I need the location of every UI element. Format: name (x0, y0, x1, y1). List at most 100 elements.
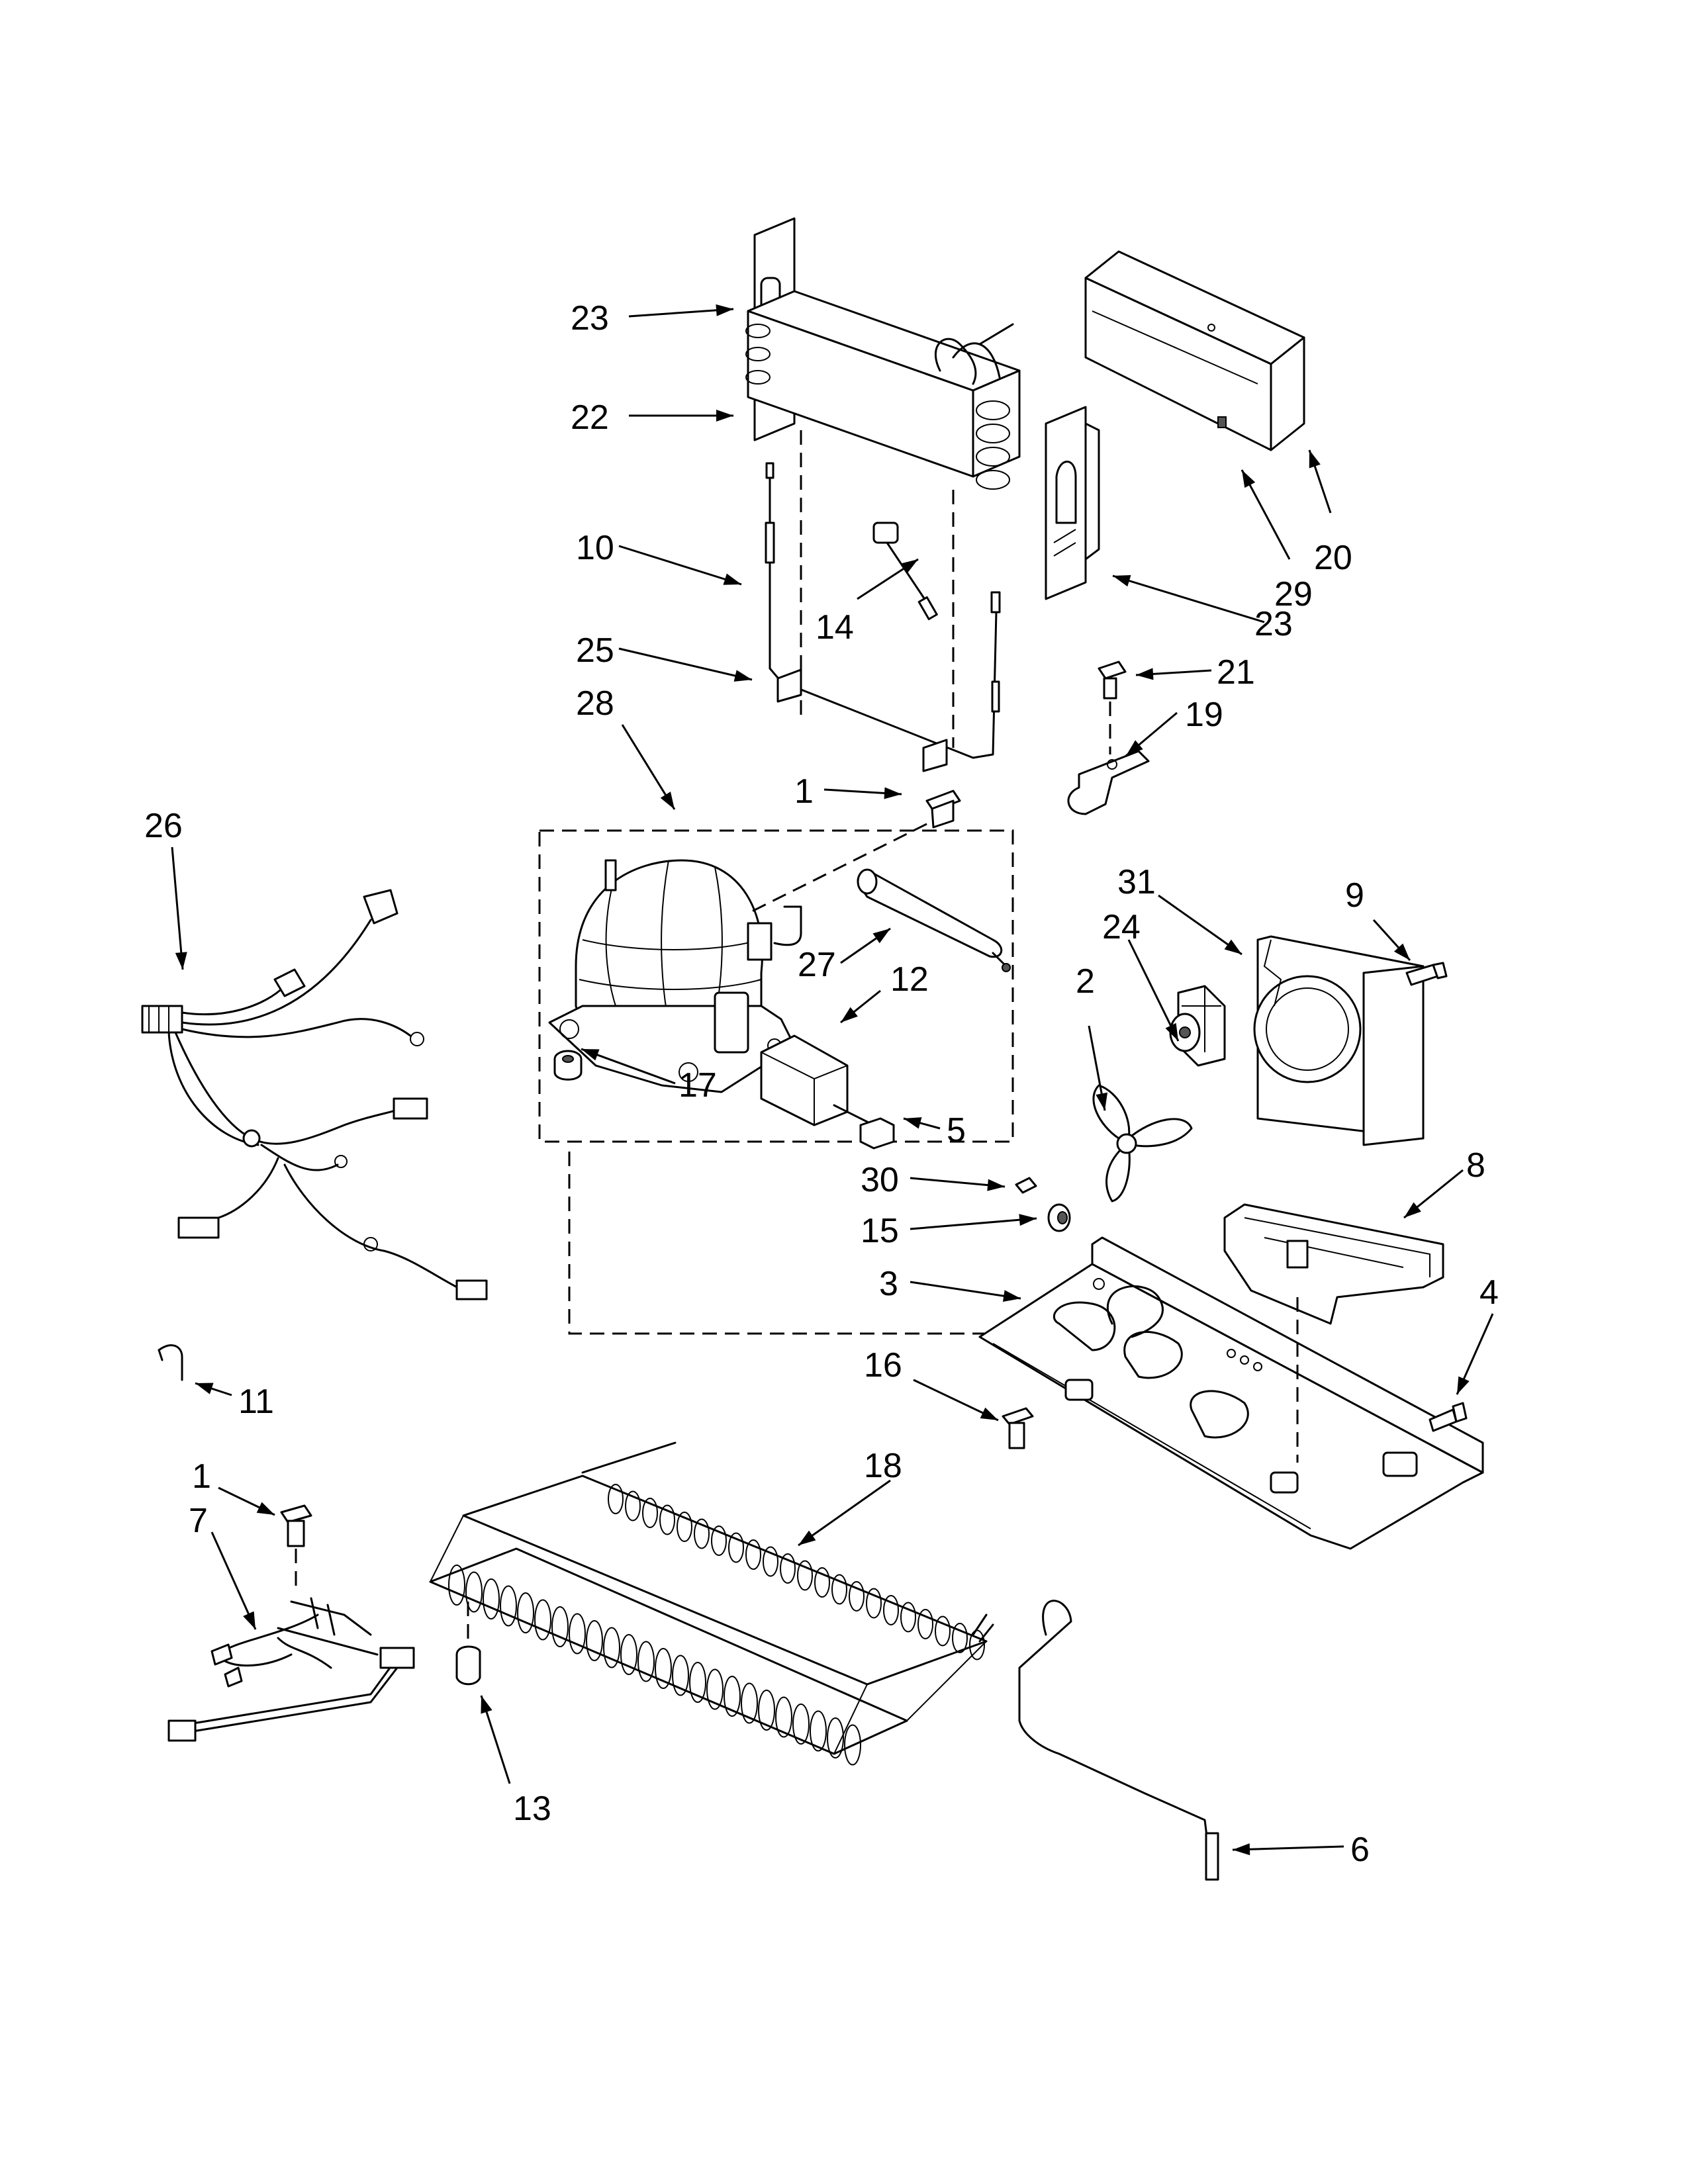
condenser-coil-loop (866, 1588, 882, 1619)
condenser-coil-loop (935, 1615, 951, 1647)
screw-21 (1098, 660, 1127, 754)
condenser-coil-loop (659, 1504, 675, 1535)
leader-arrowhead (660, 792, 675, 809)
callout-22: 22 (571, 398, 609, 437)
condenser-coil-loop (551, 1606, 569, 1647)
condenser-coil-loop (689, 1662, 706, 1703)
overload-5 (859, 1117, 895, 1150)
leader-arrowhead (1404, 1202, 1421, 1218)
leader-arrowhead (1309, 450, 1321, 469)
condenser-coil-loop (780, 1553, 796, 1584)
leader-arrowhead (256, 1502, 275, 1515)
grommet-17 (553, 1050, 583, 1081)
wiring-harness-7 (167, 1597, 415, 1742)
condenser-coil-loop (465, 1571, 483, 1613)
condenser-coil-loop (849, 1581, 865, 1612)
callout-9: 9 (1345, 876, 1364, 915)
condenser-coil-loop (969, 1629, 985, 1661)
callout-1-upper: 1 (794, 772, 814, 811)
spacer-30 (1015, 1177, 1037, 1194)
callout-21: 21 (1217, 653, 1255, 692)
evaporator (745, 290, 1021, 748)
leader-arrowhead (884, 787, 902, 799)
condenser-coil-loop (728, 1532, 744, 1563)
callout-23-upper: 23 (571, 299, 609, 338)
callout-19: 19 (1185, 696, 1223, 734)
fan-motor-24 (1169, 985, 1226, 1067)
screw-4 (1429, 1402, 1468, 1432)
leader-arrowheads (175, 304, 1470, 1856)
condenser-coil-loop (844, 1724, 861, 1766)
callout-24: 24 (1102, 908, 1141, 946)
evaporator-bracket-right (1045, 406, 1100, 600)
callout-6: 6 (1350, 1831, 1370, 1869)
callout-16: 16 (864, 1346, 902, 1385)
condenser-coil-loop (831, 1574, 847, 1605)
callout-7: 7 (189, 1502, 208, 1540)
screw-1-top (747, 790, 961, 915)
condenser-coil-loop (586, 1620, 603, 1661)
leader-arrowhead (1224, 939, 1242, 954)
callout-3: 3 (879, 1265, 898, 1303)
compressor (548, 859, 802, 1093)
condenser-clip-13 (455, 1602, 481, 1686)
leader-arrowhead (733, 670, 752, 682)
condenser-coil-loop (724, 1676, 741, 1717)
condenser-coil-loop (677, 1512, 692, 1542)
compressor-group-box (538, 829, 1014, 1143)
leader-arrowhead (243, 1611, 256, 1629)
leader-arrowhead (904, 1117, 922, 1129)
callout-23-lower: 23 (1254, 605, 1293, 643)
callout-8: 8 (1466, 1146, 1485, 1185)
condenser-coil-loop (500, 1585, 517, 1627)
fan-blade-2 (1092, 1084, 1193, 1203)
leader-arrowhead (195, 1383, 214, 1394)
drier-27 (857, 868, 1011, 972)
leader-arrowhead (175, 952, 187, 970)
condenser-coil-loop (758, 1690, 775, 1731)
condenser-coil-loop (608, 1484, 624, 1514)
callout-29: 29 (1274, 575, 1313, 614)
leader-arrowhead (1136, 668, 1154, 680)
fan-shroud-31 (1253, 935, 1425, 1146)
leader-arrowhead (1019, 1214, 1037, 1226)
condenser-coil-loop (706, 1668, 724, 1710)
condenser-coil-loop (775, 1696, 792, 1738)
compressor-base-plate-3 (978, 1236, 1484, 1550)
condenser-coil-loop (448, 1565, 465, 1606)
condenser-coil-loop (625, 1490, 641, 1522)
leader-arrowhead (716, 410, 733, 422)
condenser-coil-loop (642, 1498, 658, 1528)
leader-arrowhead (872, 929, 890, 944)
condenser-coil-loop (827, 1717, 844, 1758)
wire-6 (1018, 1600, 1219, 1881)
leader-arrowhead (481, 1696, 492, 1714)
condenser-coil-loop (694, 1518, 710, 1549)
evaporator-cover (1084, 250, 1305, 451)
tubing-dashed-link (568, 1152, 1178, 1335)
callout-14: 14 (816, 608, 854, 647)
screw-16 (1002, 1407, 1034, 1449)
wiring-harness-26 (141, 889, 488, 1300)
callout-11: 11 (238, 1383, 274, 1421)
condenser-coil-loop (814, 1567, 830, 1598)
callout-10: 10 (576, 529, 614, 567)
callout-31: 31 (1117, 863, 1156, 901)
condenser-coil-loop (741, 1682, 758, 1724)
leader-arrowhead (1096, 1092, 1108, 1111)
screw-1-bottom (280, 1504, 312, 1592)
callout-2: 2 (1076, 962, 1095, 1001)
clip-11 (158, 1344, 183, 1381)
condenser-coil-loop (900, 1602, 916, 1633)
leader-arrowhead (798, 1530, 816, 1545)
callout-18: 18 (864, 1447, 902, 1485)
leader-arrowhead (980, 1407, 998, 1420)
condenser-coil-loop (637, 1641, 655, 1682)
callout-27: 27 (798, 946, 836, 984)
condenser-coil-loop (483, 1578, 500, 1619)
leader-arrowhead (716, 304, 733, 316)
screw-9 (1405, 962, 1448, 986)
callout-15: 15 (861, 1212, 899, 1250)
callout-20: 20 (1314, 539, 1352, 577)
leader-arrowhead (1113, 574, 1131, 587)
